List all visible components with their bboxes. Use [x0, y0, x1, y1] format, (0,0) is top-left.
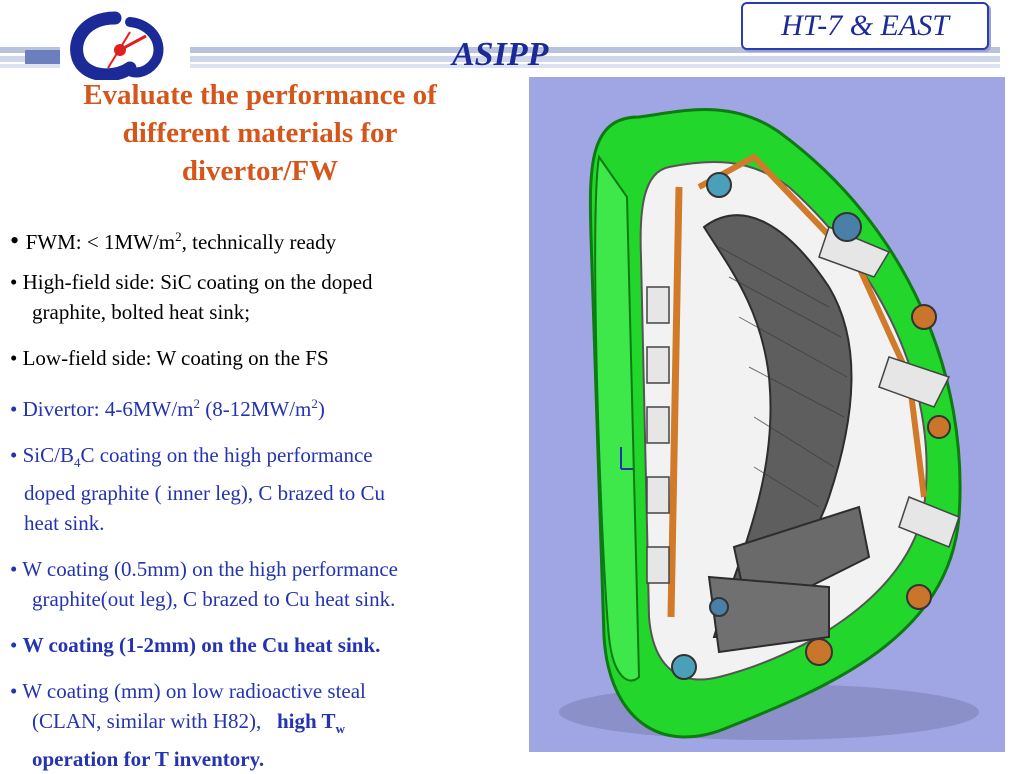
bullet-list: • FWM: < 1MW/m2, technically ready • Hig… [10, 222, 515, 774]
title-line-1: Evaluate the performance of [83, 79, 437, 111]
title-line-3: divertor/FW [181, 155, 339, 187]
bullet-w-coating-steel: • W coating (mm) on low radioactive stea… [10, 679, 366, 772]
project-badge: HT-7 & EAST [741, 2, 989, 50]
bullet-w-coating-graphite: • W coating (0.5mm) on the high performa… [10, 557, 398, 612]
tokamak-cad-image [529, 77, 1005, 752]
header-accent [25, 50, 65, 64]
bullet-divertor: • Divertor: 4-6MW/m2 (8-12MW/m2) [10, 396, 325, 421]
slide-title: Evaluate the performance of different ma… [20, 76, 500, 190]
bullet-low-field: • Low-field side: W coating on the FS [10, 346, 329, 370]
bullet-fwm: • FWM: < 1MW/m2, technically ready [10, 226, 337, 255]
asipp-logo-icon [60, 10, 190, 80]
bullet-high-field: • High-field side: SiC coating on the do… [10, 270, 373, 324]
org-name: ASIPP [452, 36, 549, 73]
header-band [0, 47, 1000, 69]
divertor-model-illustration [559, 108, 979, 740]
title-line-2: different materials for [122, 117, 398, 149]
bullet-sic-coating: • SiC/B4C coating on the high performanc… [10, 443, 385, 536]
bullet-w-coating-cu: • W coating (1-2mm) on the Cu heat sink. [10, 633, 381, 658]
